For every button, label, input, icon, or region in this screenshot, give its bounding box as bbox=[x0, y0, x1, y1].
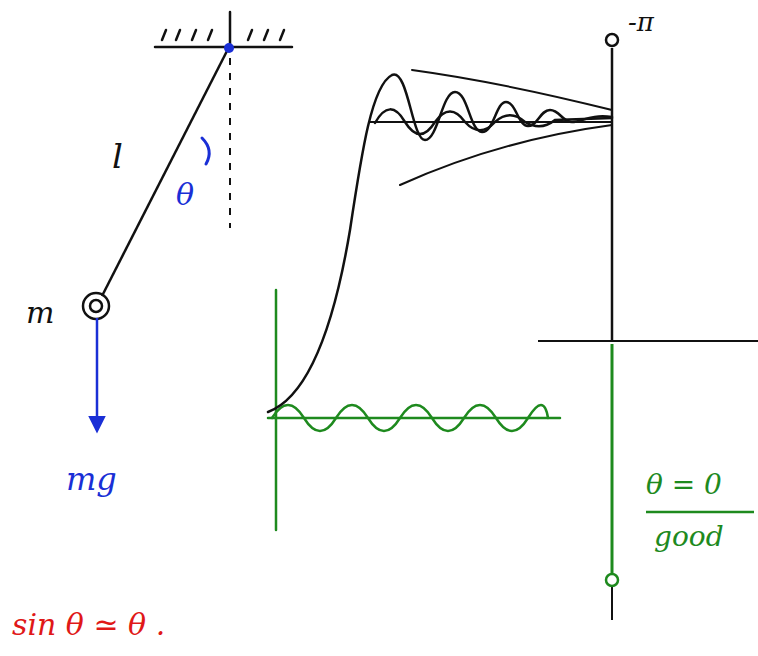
small-angle-plot bbox=[268, 290, 560, 530]
divider-line bbox=[538, 340, 758, 342]
pivot bbox=[224, 43, 234, 53]
large-angle-plot bbox=[268, 70, 612, 412]
angle-label: θ bbox=[176, 178, 194, 211]
weight-label: mg bbox=[66, 462, 117, 497]
bottom-equilibrium bbox=[606, 574, 618, 586]
note-underline bbox=[646, 511, 754, 514]
equilibrium-note: θ = 0 bbox=[646, 470, 722, 501]
mass-bob bbox=[90, 300, 102, 312]
stability-note: good bbox=[654, 522, 724, 553]
pendulum-string bbox=[102, 49, 228, 296]
reference-line bbox=[229, 58, 231, 228]
mass-label: m bbox=[26, 296, 54, 329]
gravity-arrow bbox=[96, 318, 99, 430]
angle-axis bbox=[611, 48, 614, 342]
top-angle-label: -π bbox=[628, 8, 654, 37]
top-equilibrium bbox=[606, 34, 618, 46]
ceiling bbox=[155, 12, 292, 47]
approximation-note: sin θ ≃ θ . bbox=[12, 608, 165, 641]
length-label: l bbox=[112, 138, 123, 175]
mass-bob bbox=[83, 293, 109, 319]
angle-axis bbox=[611, 586, 613, 620]
angle-arc bbox=[202, 138, 209, 164]
angle-axis bbox=[611, 344, 614, 574]
